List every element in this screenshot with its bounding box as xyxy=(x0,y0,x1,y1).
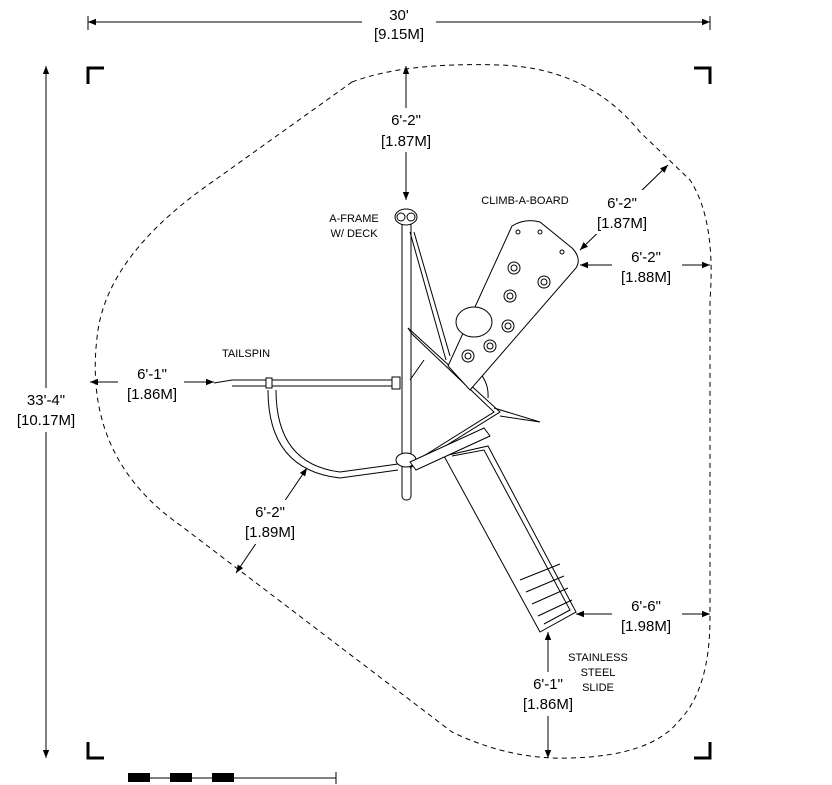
right-climb-m: [1.88M] xyxy=(621,269,671,286)
stainless-steel-slide xyxy=(409,427,577,633)
a-frame-label-line2: W/ DECK xyxy=(330,228,378,240)
overall-height-dimension: 33'-4" [10.17M] xyxy=(6,66,86,758)
top-clearance-ft: 6'-2" xyxy=(391,112,421,129)
corner-brackets xyxy=(86,66,712,760)
right-slide-m: [1.98M] xyxy=(621,618,671,635)
right-climb-dimension: 6'-2" [1.88M] xyxy=(580,245,710,289)
use-zone-boundary xyxy=(94,64,712,759)
overall-height-m: [10.17M] xyxy=(17,412,75,429)
overall-width-m: [9.15M] xyxy=(374,26,424,43)
lower-left-diag-ft: 6'-2" xyxy=(255,504,285,521)
left-tailspin-dimension: 6'-1" [1.86M] xyxy=(90,362,214,406)
slide-label-line1: STAINLESS xyxy=(568,652,628,664)
climb-a-board xyxy=(447,220,579,391)
tailspin-label: TAILSPIN xyxy=(222,348,270,360)
a-frame-structure xyxy=(394,208,541,501)
lower-left-diag-m: [1.89M] xyxy=(245,524,295,541)
scale-bar xyxy=(128,772,337,784)
top-clearance-m: [1.87M] xyxy=(381,133,431,150)
slide-label-line2: STEEL xyxy=(581,667,616,679)
a-frame-label-line1: A-FRAME xyxy=(329,213,379,225)
lower-left-diagonal-dimension: 6'-2" [1.89M] xyxy=(235,467,308,574)
tailspin-equipment xyxy=(213,376,401,479)
upper-right-diagonal-dimension: 6'-2" [1.87M] xyxy=(579,164,669,251)
climb-a-board-label: CLIMB-A-BOARD xyxy=(481,195,568,207)
right-slide-dimension: 6'-6" [1.98M] xyxy=(576,594,710,638)
right-slide-ft: 6'-6" xyxy=(631,598,661,615)
slide-label-line3: SLIDE xyxy=(582,682,614,694)
right-climb-ft: 6'-2" xyxy=(631,249,661,266)
bottom-slide-ft: 6'-1" xyxy=(533,676,563,693)
overall-width-dimension: 30' [9.15M] xyxy=(87,5,711,45)
bottom-slide-m: [1.86M] xyxy=(523,696,573,713)
overall-width-ft: 30' xyxy=(389,7,409,24)
overall-height-ft: 33'-4" xyxy=(27,392,65,409)
upper-right-diag-ft: 6'-2" xyxy=(607,195,637,212)
upper-right-diag-m: [1.87M] xyxy=(597,215,647,232)
left-tailspin-m: [1.86M] xyxy=(127,386,177,403)
top-clearance-dimension: 6'-2" [1.87M] xyxy=(372,66,442,200)
left-tailspin-ft: 6'-1" xyxy=(137,366,167,383)
bottom-slide-dimension: 6'-1" [1.86M] xyxy=(514,632,582,758)
